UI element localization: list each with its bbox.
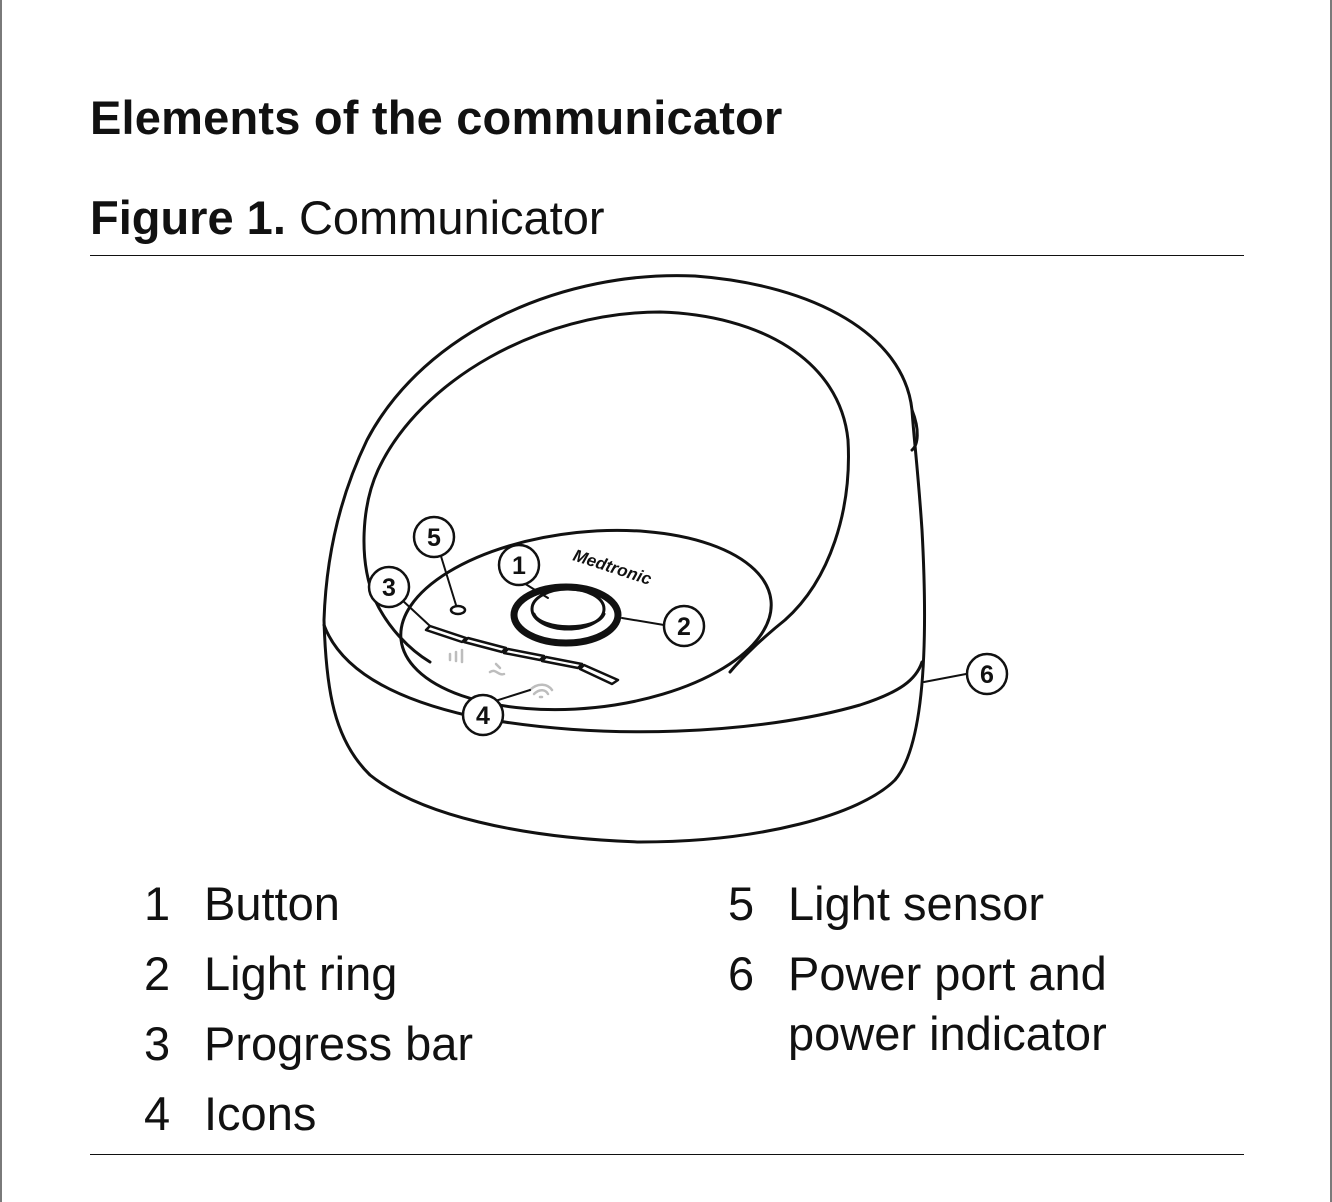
status-icons [448, 648, 554, 699]
progress-segment [502, 647, 546, 662]
progress-segment [462, 636, 508, 654]
legend-label: Button [204, 877, 340, 930]
callout-1: 1 [512, 552, 526, 580]
legend-label: Light ring [204, 947, 398, 1000]
light-sensor-shape [449, 604, 467, 616]
bottom-rule [90, 1154, 1244, 1155]
bowl-rim [362, 310, 850, 664]
brand-logo: Medtronic [571, 546, 655, 589]
base-band-line [322, 623, 924, 734]
legend-number: 2 [144, 947, 171, 1000]
inner-plate-rim [728, 438, 850, 674]
progress-segment [424, 624, 468, 644]
figure-caption: Figure 1. Communicator [90, 190, 605, 245]
figure-title: Communicator [298, 191, 605, 244]
callout-5: 5 [427, 524, 441, 552]
page-edge-right [1330, 0, 1332, 1202]
callout-6: 6 [980, 661, 994, 689]
legend-number: 5 [728, 877, 755, 930]
legend-number: 4 [144, 1087, 171, 1140]
progress-segment [578, 663, 620, 686]
page-edge-left [0, 0, 2, 1202]
figure-number: Figure 1. [90, 191, 286, 244]
legend-number: 1 [144, 877, 171, 930]
top-rule [90, 255, 1244, 256]
legend-number: 6 [728, 947, 755, 1000]
rim-edge [910, 408, 919, 452]
device-body-outline [322, 274, 927, 844]
control-panel [399, 528, 773, 712]
legend-label: Light sensor [788, 877, 1045, 930]
callout-2: 2 [677, 613, 691, 641]
callout-4: 4 [476, 702, 490, 730]
section-heading: Elements of the communicator [90, 91, 783, 144]
button-shape [530, 587, 606, 631]
legend-number: 3 [144, 1017, 171, 1070]
legend-label: Power port and [788, 947, 1107, 1000]
callout-3: 3 [382, 574, 396, 602]
light-ring-shape [510, 583, 622, 647]
legend-label: Icons [204, 1087, 317, 1140]
progress-segment [540, 655, 584, 670]
legend-label: Progress bar [204, 1017, 474, 1070]
legend-label: power indicator [788, 1007, 1107, 1060]
